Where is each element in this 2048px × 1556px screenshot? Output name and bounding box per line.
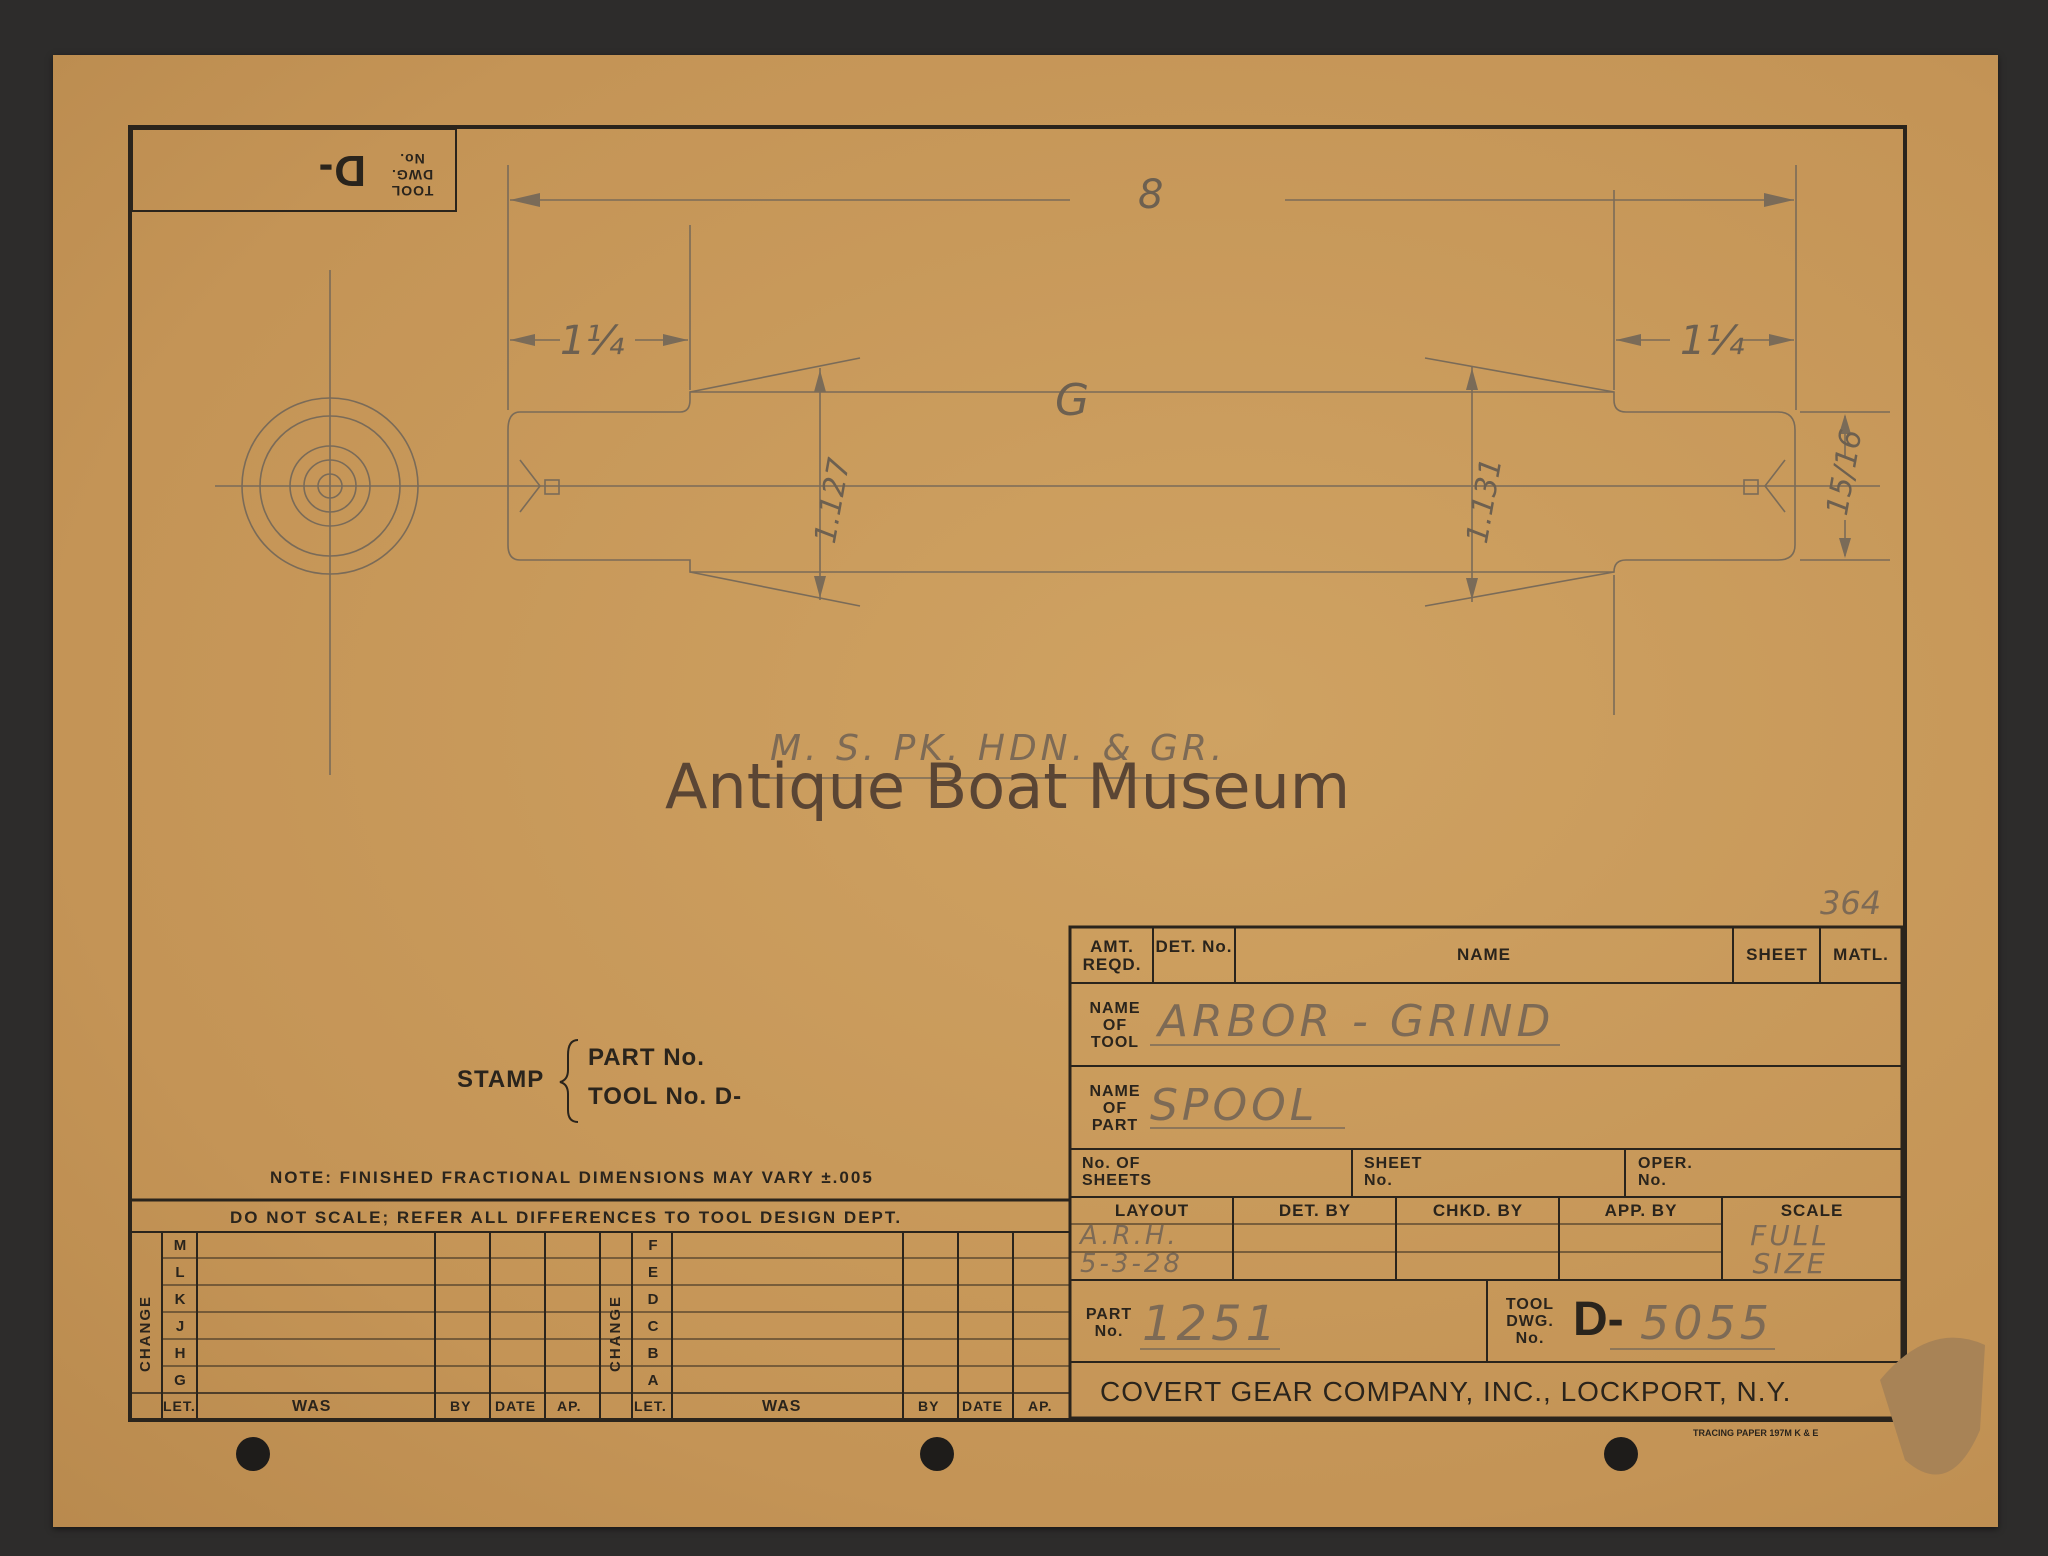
- change-letter: F: [648, 1237, 658, 1254]
- sheet-no-label: SHEET No.: [1364, 1155, 1423, 1189]
- punch-hole: [1604, 1437, 1638, 1471]
- name-header: NAME: [1456, 945, 1512, 964]
- material-note: M. S. PK. HDN. & GR.: [770, 728, 1227, 769]
- paper-mark: TRACING PAPER 197M K & E: [1693, 1428, 1819, 1438]
- grind-mark: G: [1055, 375, 1090, 426]
- corner-prefix: D-: [317, 146, 366, 195]
- name-of-part-label: NAME OF PART: [1089, 1083, 1141, 1134]
- footer-by-left: BY: [450, 1398, 472, 1414]
- footer-by-right: BY: [918, 1398, 940, 1414]
- change-letter: K: [174, 1291, 186, 1308]
- sheet-header: SHEET: [1746, 945, 1808, 964]
- footer-let-right: LET.: [634, 1398, 667, 1414]
- name-of-tool-label: NAME OF TOOL: [1089, 1000, 1141, 1051]
- change-letter: J: [175, 1318, 185, 1335]
- change-letter: D: [647, 1291, 659, 1308]
- name-of-tool-value: ARBOR - GRIND: [1158, 996, 1555, 1047]
- tolerance-note: NOTE: FINISHED FRACTIONAL DIMENSIONS MAY…: [270, 1168, 874, 1187]
- tool-dwg-number: 5055: [1640, 1296, 1774, 1350]
- right-end-length-label: 1¼: [1680, 318, 1745, 364]
- matl-header: MATL.: [1833, 945, 1889, 964]
- change-label-left: CHANGE: [137, 1294, 154, 1372]
- corner-label-1: TOOL: [390, 183, 434, 199]
- oper-no-label: OPER. No.: [1638, 1155, 1693, 1189]
- overall-length-label: 8: [1138, 172, 1164, 218]
- corner-label-3: No.: [399, 151, 425, 167]
- footer-date-left: DATE: [495, 1398, 537, 1414]
- left-end-length-label: 1¼: [560, 318, 625, 364]
- drawing-sheet: [53, 55, 1998, 1527]
- company-name: COVERT GEAR COMPANY, INC., LOCKPORT, N.Y…: [1100, 1376, 1792, 1407]
- name-of-part-value: SPOOL: [1150, 1080, 1319, 1131]
- scale-value: FULL SIZE: [1750, 1219, 1830, 1280]
- footer-ap-left: AP.: [557, 1398, 582, 1414]
- layout-value: A.R.H. 5-3-28: [1080, 1221, 1183, 1279]
- change-letter: B: [647, 1345, 659, 1362]
- footer-was-right: WAS: [762, 1398, 802, 1415]
- change-letter: C: [647, 1318, 659, 1335]
- do-not-scale-note: DO NOT SCALE; REFER ALL DIFFERENCES TO T…: [230, 1208, 903, 1227]
- change-letter: M: [173, 1237, 187, 1254]
- watermark: Antique Boat Museum: [665, 750, 1351, 823]
- tool-dwg-label: TOOL DWG. No.: [1505, 1296, 1555, 1347]
- change-label-right: CHANGE: [607, 1294, 624, 1372]
- det-no-header: DET. No.: [1155, 937, 1233, 956]
- punch-hole: [236, 1437, 270, 1471]
- no-of-sheets-label: No. OF SHEETS: [1082, 1155, 1153, 1189]
- footer-let-left: LET.: [163, 1398, 196, 1414]
- footer-date-right: DATE: [962, 1398, 1004, 1414]
- layout-header: LAYOUT: [1114, 1201, 1190, 1220]
- stamp-part-no: PART No.: [588, 1044, 705, 1071]
- corner-tool-dwg-box: TOOL DWG. No. D-: [132, 129, 456, 211]
- part-no-value: 1251: [1142, 1296, 1281, 1352]
- scale-header: SCALE: [1780, 1201, 1844, 1220]
- det-by-header: DET. BY: [1278, 1201, 1352, 1220]
- chkd-by-header: CHKD. BY: [1432, 1201, 1524, 1220]
- tool-dwg-prefix: D-: [1573, 1293, 1624, 1346]
- change-letter: L: [175, 1264, 185, 1281]
- change-letter: A: [647, 1372, 659, 1389]
- stamp-label: STAMP: [457, 1066, 545, 1093]
- sheet-number: 364: [1820, 884, 1882, 922]
- part-no-label: PART No.: [1085, 1306, 1133, 1340]
- change-letter: E: [647, 1264, 658, 1281]
- footer-was-left: WAS: [292, 1398, 332, 1415]
- corner-label-2: DWG.: [390, 167, 434, 183]
- amt-reqd-header: AMT. REQD.: [1082, 937, 1142, 974]
- stamp-tool-no: TOOL No. D-: [588, 1083, 743, 1110]
- punch-hole: [920, 1437, 954, 1471]
- footer-ap-right: AP.: [1028, 1398, 1053, 1414]
- change-letter: H: [174, 1345, 186, 1362]
- change-letter: G: [174, 1372, 186, 1389]
- app-by-header: APP. BY: [1604, 1201, 1678, 1220]
